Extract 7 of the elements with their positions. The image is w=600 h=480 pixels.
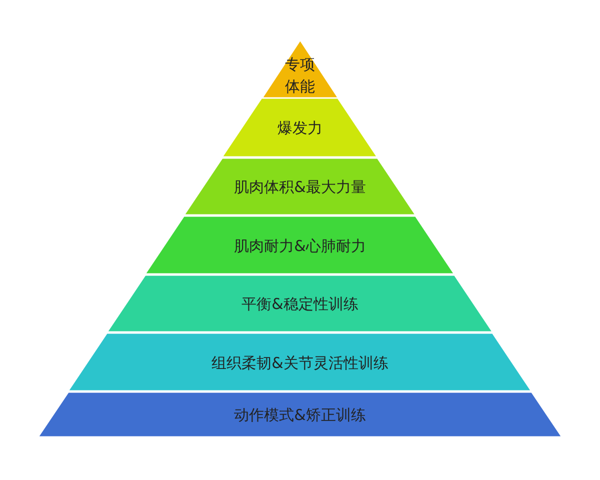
layer-label: 动作模式&矫正训练: [234, 404, 366, 426]
layer-label: 平衡&稳定性训练: [242, 294, 358, 315]
layer-label: 组织柔韧&关节灵活性训练: [212, 352, 388, 374]
layer-label: 爆发力: [277, 118, 322, 139]
layer-label: 肌肉体积&最大力量: [234, 176, 366, 198]
layer-label: 专项体能: [284, 54, 316, 98]
layer-label: 肌肉耐力&心肺耐力: [234, 235, 366, 256]
